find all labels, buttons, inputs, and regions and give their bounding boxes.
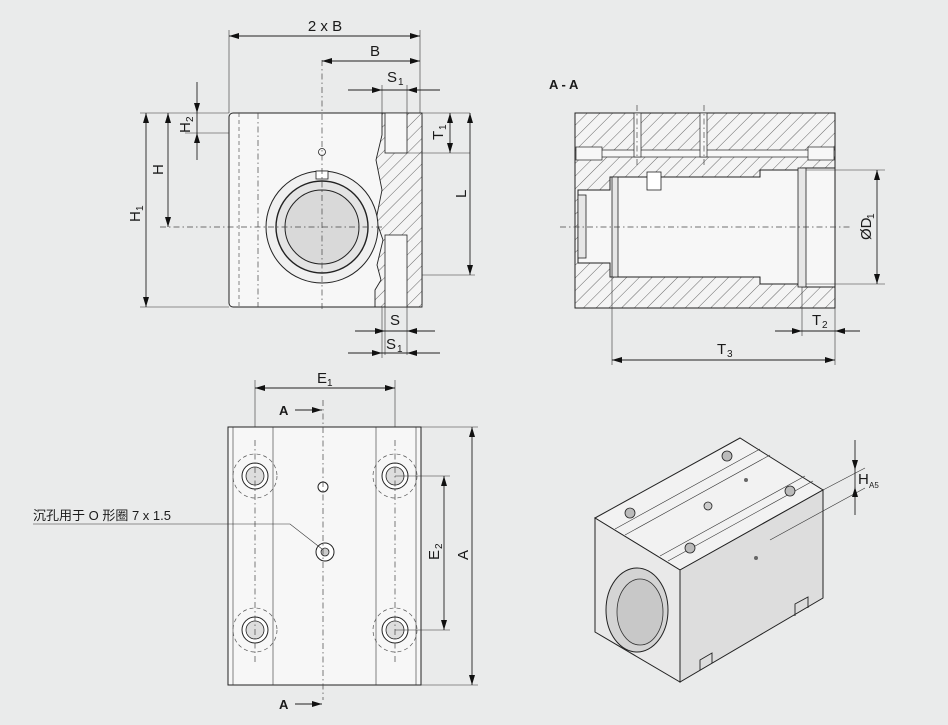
oring-note: 沉孔用于 O 形圈 7 x 1.5 (33, 508, 171, 523)
dim-s1-top: S (387, 69, 397, 86)
dim-t3: T (717, 341, 726, 358)
dim-ha5: H (858, 471, 869, 488)
dim-d1: ØD (858, 217, 875, 240)
isometric-view: H A5 (594, 437, 879, 683)
dim-e2: E (426, 550, 443, 560)
dim-b: B (370, 43, 380, 60)
dim-e2-sub: 2 (434, 543, 445, 549)
dim-a: A (455, 550, 472, 560)
section-title: A - A (549, 77, 579, 92)
section-retainer-right (797, 167, 807, 288)
dim-t2-sub: 2 (822, 320, 828, 331)
dim-h: H (150, 164, 167, 175)
dim-t2: T (812, 312, 821, 329)
section-view: A - A ØD 1 T 2 (549, 77, 885, 365)
dim-t1-sub: 1 (438, 124, 449, 130)
section-seal-left (577, 194, 587, 259)
iso-hole-3 (684, 542, 696, 554)
section-lube-channel (589, 149, 836, 158)
section-lube-port-1 (633, 112, 642, 158)
iso-hole-4 (784, 485, 796, 497)
dim-2xb: 2 x B (308, 18, 342, 35)
dim-h2: H (177, 122, 194, 133)
dim-s1-top-sub: 1 (398, 77, 404, 88)
section-plug-left (575, 146, 603, 161)
dim-s1-bottom: S (386, 336, 396, 353)
section-plug-right (807, 146, 835, 161)
front-view-channel-top (384, 112, 408, 154)
front-view-channel-bottom (384, 234, 408, 308)
dim-t3-sub: 3 (727, 349, 733, 360)
dim-e1: E (317, 370, 327, 387)
dim-ha5-sub: A5 (869, 481, 879, 490)
section-marker-top: A (279, 403, 289, 418)
section-bore (577, 167, 836, 288)
dim-h2-sub: 2 (185, 116, 196, 122)
iso-hole-2 (721, 450, 733, 462)
iso-side-face (679, 489, 824, 683)
iso-hole-1 (624, 507, 636, 519)
dim-s1-bottom-sub: 1 (397, 344, 403, 355)
dim-d1-sub: 1 (866, 213, 877, 219)
section-marker-bottom: A (279, 697, 289, 712)
section-lube-port-2 (699, 112, 708, 158)
dim-t1: T (430, 131, 447, 140)
dim-h1: H (127, 211, 144, 222)
top-view: E 1 A A E 2 A 沉孔用于 O 形圈 7 x 1.5 (33, 370, 478, 712)
dim-l: L (453, 190, 470, 198)
section-key (646, 171, 662, 191)
dim-e1-sub: 1 (327, 378, 333, 389)
dim-h1-sub: 1 (135, 205, 146, 211)
dim-s: S (390, 312, 400, 329)
front-view: 2 x B B S 1 T 1 L H 2 (127, 18, 475, 358)
